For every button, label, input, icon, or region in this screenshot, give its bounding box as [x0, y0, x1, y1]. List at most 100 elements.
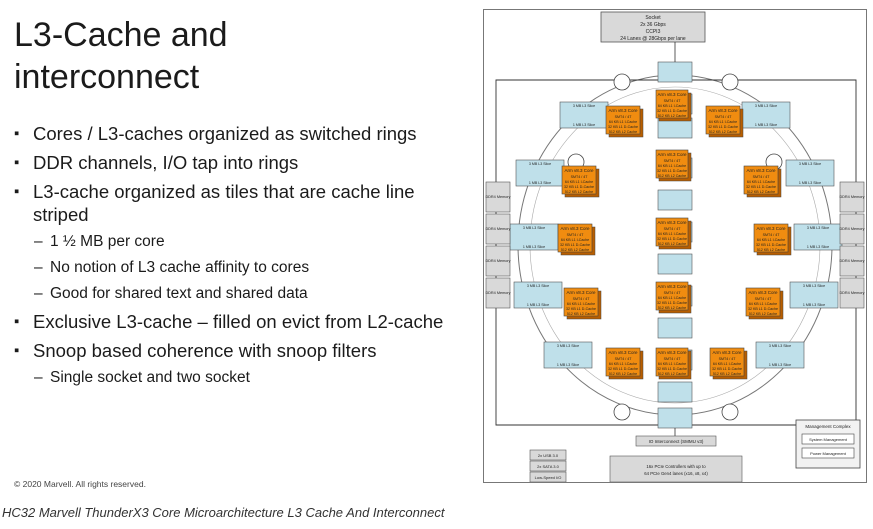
core-line: 512 KB L2 Cache [749, 312, 777, 316]
core-box [655, 281, 689, 311]
core-line: 64 KB L1 I-Cache [749, 302, 777, 306]
core-box [655, 217, 689, 247]
ddr-label: DDR4 Memory [485, 291, 510, 295]
core-line: SMT4 / 4T [573, 297, 591, 301]
socket-box [600, 11, 706, 43]
core-line: 512 KB L2 Cache [713, 372, 741, 376]
copyright: © 2020 Marvell. All rights reserved. [14, 479, 146, 489]
slice-label: 1 MB L3 Slice [573, 123, 595, 127]
core-box [655, 89, 689, 119]
pcie-label: 64 PCIe Gen4 lanes (x16, x8, x4) [644, 471, 708, 476]
slice-label: 1 MB L3 Slice [529, 181, 551, 185]
ddr-label: DDR4 Memory [839, 291, 864, 295]
core-line: 32 KB L1 D-Cache [566, 307, 596, 311]
core-line: 512 KB L2 Cache [747, 190, 775, 194]
bullet-item: L3-cache organized as tiles that are cac… [14, 180, 474, 226]
side-slice [789, 281, 839, 309]
pcie-box [609, 455, 743, 482]
socket-label: 2x 36 Gbps [640, 22, 666, 28]
core-line: 32 KB L1 D-Cache [608, 367, 638, 371]
center-slice [657, 253, 693, 275]
core-title: Arm v8.3 Core [608, 108, 638, 113]
ddr-label: DDR4 Memory [485, 195, 510, 199]
core-box [605, 347, 641, 377]
side-slice [559, 101, 609, 129]
slice-label: 3 MB L3 Slice [799, 162, 821, 166]
ddr-label: DDR4 Memory [839, 227, 864, 231]
mgmt-item-box [801, 447, 855, 459]
core-box [745, 287, 781, 317]
socket-label: CCPI3 [646, 29, 661, 35]
core-line: 64 KB L1 I-Cache [565, 180, 593, 184]
ddr-right [839, 277, 865, 309]
core-title: Arm v8.3 Core [657, 220, 687, 225]
ddr-left [485, 181, 511, 213]
slice-label: 1 MB L3 Slice [799, 181, 821, 185]
core-line: 64 KB L1 I-Cache [658, 296, 686, 300]
core-box [563, 287, 599, 317]
socket-label: 24 Lanes @ 28Gbps per lane [620, 36, 686, 42]
core-line: 512 KB L2 Cache [561, 248, 589, 252]
center-slice [657, 381, 693, 403]
core-line: 32 KB L1 D-Cache [657, 367, 687, 371]
core-box [605, 105, 641, 135]
core-title: Arm v8.3 Core [564, 168, 594, 173]
core-line: 64 KB L1 I-Cache [658, 104, 686, 108]
side-slice [509, 223, 559, 251]
center-slice [657, 317, 693, 339]
core-line: SMT4 / 4T [615, 115, 633, 119]
core-title: Arm v8.3 Core [708, 108, 738, 113]
slice-label: 3 MB L3 Slice [769, 344, 791, 348]
core-line: SMT4 / 4T [664, 291, 682, 295]
core-line: 512 KB L2 Cache [658, 372, 686, 376]
core-line: 64 KB L1 I-Cache [658, 232, 686, 236]
core-line: 32 KB L1 D-Cache [708, 125, 738, 129]
core-line: SMT4 / 4T [664, 357, 682, 361]
center-slice [657, 189, 693, 211]
core-line: 64 KB L1 I-Cache [658, 164, 686, 168]
mgmt-title: Management Complex [805, 424, 851, 429]
core-line: SMT4 / 4T [755, 297, 773, 301]
center-slice [657, 407, 693, 429]
core-line: 512 KB L2 Cache [709, 130, 737, 134]
mgmt-item: Power Management [810, 451, 847, 456]
bullet-list: Cores / L3-caches organized as switched … [14, 122, 474, 394]
socket-label: Socket [645, 15, 661, 21]
bullet-item: Snoop based coherence with snoop filters [14, 339, 474, 362]
core-box [557, 223, 593, 253]
side-slice [515, 159, 565, 187]
core-line: 32 KB L1 D-Cache [657, 237, 687, 241]
core-line: SMT4 / 4T [719, 357, 737, 361]
ddr-left [485, 245, 511, 277]
core-title: Arm v8.3 Core [566, 290, 596, 295]
core-line: SMT4 / 4T [753, 175, 771, 179]
slice-label: 3 MB L3 Slice [557, 344, 579, 348]
mgmt-item: System Management [809, 437, 848, 442]
core-line: 64 KB L1 I-Cache [609, 120, 637, 124]
pcie-label: 16x PCIe Controllers with up to [646, 464, 706, 469]
sub-bullet-item: 1 ½ MB per core [14, 232, 474, 252]
core-box [655, 149, 689, 179]
core-line: SMT4 / 4T [763, 233, 781, 237]
core-line: 512 KB L2 Cache [609, 130, 637, 134]
core-box [743, 165, 779, 195]
io-interconnect-box [635, 435, 717, 447]
ddr-right [839, 213, 865, 245]
core-line: SMT4 / 4T [664, 159, 682, 163]
core-box [655, 347, 689, 377]
io-left-box [529, 471, 567, 482]
core-line: 64 KB L1 I-Cache [609, 362, 637, 366]
slice-label: 3 MB L3 Slice [573, 104, 595, 108]
ddr-left [485, 277, 511, 309]
slice-label: 3 MB L3 Slice [807, 226, 829, 230]
core-box [753, 223, 789, 253]
core-title: Arm v8.3 Core [746, 168, 776, 173]
ddr-right [839, 245, 865, 277]
core-title: Arm v8.3 Core [560, 226, 590, 231]
ddr-right [839, 181, 865, 213]
side-slice [741, 101, 791, 129]
core-line: 32 KB L1 D-Cache [560, 243, 590, 247]
core-box [709, 347, 745, 377]
core-title: Arm v8.3 Core [657, 92, 687, 97]
